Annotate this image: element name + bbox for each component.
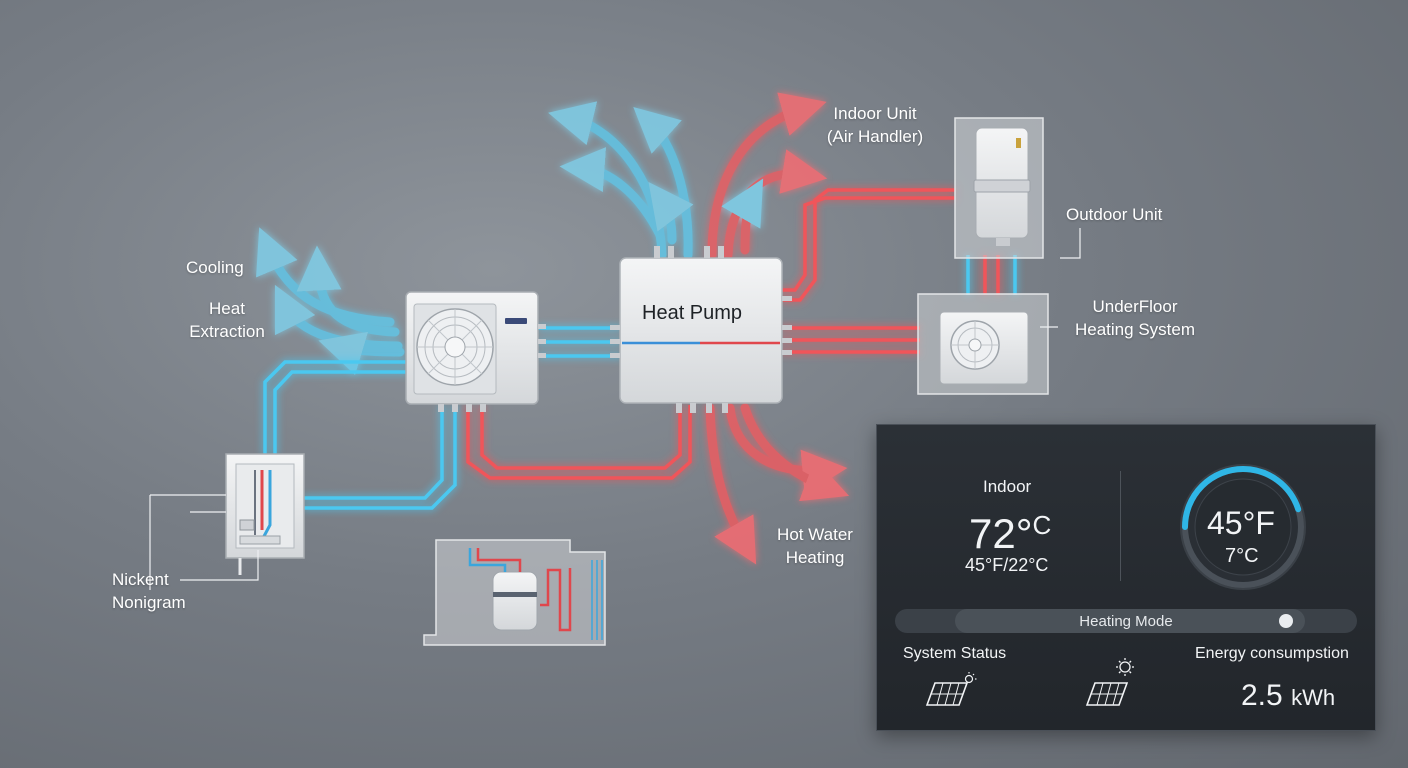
energy-number: 2.5 — [1241, 679, 1283, 712]
underfloor-line2: Heating System — [1075, 320, 1195, 339]
panel-divider — [1120, 471, 1121, 581]
top-hot-airflow-arrows — [707, 92, 828, 260]
energy-value: 2.5 kWh — [1241, 679, 1335, 713]
system-status-label: System Status — [903, 645, 1007, 662]
hot-water-line2: Heating — [785, 548, 845, 567]
toggle-knob[interactable] — [1279, 614, 1293, 628]
nickent-line2: Nonigram — [112, 593, 186, 612]
energy-consumption-label: Energy consumpstion — [1195, 645, 1349, 662]
heating-mode-label: Heating Mode — [1079, 613, 1173, 630]
temperature-gauge — [1180, 464, 1306, 590]
underfloor-heating-unit — [917, 293, 1049, 395]
hot-water-airflow-arrows — [705, 403, 850, 565]
underfloor-line1: UnderFloor — [1092, 297, 1178, 316]
heat-pump-title: Heat Pump — [642, 302, 743, 324]
gauge-sub-value: 7°C — [1225, 545, 1259, 567]
indoor-temp-value: 72° — [969, 510, 1033, 557]
control-panel: Indoor 72°C 45°F/22°C 45°F 7°C Heating M… — [876, 424, 1376, 731]
gauge-main-value: 45°F — [1207, 505, 1275, 541]
indoor-air-handler-unit — [954, 117, 1044, 259]
nickent-label: Nickent Nonigram — [112, 568, 186, 614]
outdoor-fan-unit — [405, 291, 546, 412]
indoor-unit-line1: Indoor Unit — [833, 104, 917, 123]
top-cold-airflow-arrows — [548, 101, 694, 260]
heating-mode-toggle[interactable]: Heating Mode — [895, 609, 1357, 633]
indoor-temperature: 72°C — [969, 501, 1051, 558]
solar-panel-icon — [925, 672, 977, 706]
label-leader-lines — [149, 228, 1081, 590]
fan-icon — [416, 308, 494, 386]
indoor-temp-unit: C — [1032, 510, 1052, 540]
indoor-label: Indoor — [983, 477, 1032, 496]
cooling-airflow-arrows — [256, 227, 405, 376]
underfloor-label: UnderFloor Heating System — [1062, 295, 1208, 341]
solar-panel-sun-icon — [1085, 658, 1134, 706]
nickent-line1: Nickent — [112, 570, 169, 589]
hot-water-tank-unit — [423, 539, 606, 646]
indoor-unit-label: Indoor Unit (Air Handler) — [815, 102, 935, 148]
heat-pump-unit — [610, 246, 792, 413]
indoor-sub-temps: 45°F/22°C — [965, 555, 1049, 575]
indoor-unit-line2: (Air Handler) — [826, 127, 924, 146]
energy-unit: kWh — [1291, 685, 1336, 710]
fan-icon — [950, 320, 1000, 370]
heat-extraction-line2: Extraction — [189, 322, 265, 341]
outdoor-unit-label: Outdoor Unit — [1066, 205, 1163, 224]
cold-pipes — [263, 255, 1017, 510]
hot-water-line1: Hot Water — [777, 525, 853, 544]
gauge-level-arc — [1182, 466, 1304, 588]
heat-extraction-label: Heat Extraction — [182, 297, 272, 343]
cooling-label: Cooling — [186, 258, 244, 277]
sun-icon — [1116, 658, 1134, 676]
heat-extraction-line1: Heat — [209, 299, 245, 318]
sun-icon — [964, 672, 977, 684]
hot-pipes — [466, 188, 1000, 480]
left-cabinet-unit — [225, 453, 305, 575]
hot-water-label: Hot Water Heating — [765, 523, 865, 569]
